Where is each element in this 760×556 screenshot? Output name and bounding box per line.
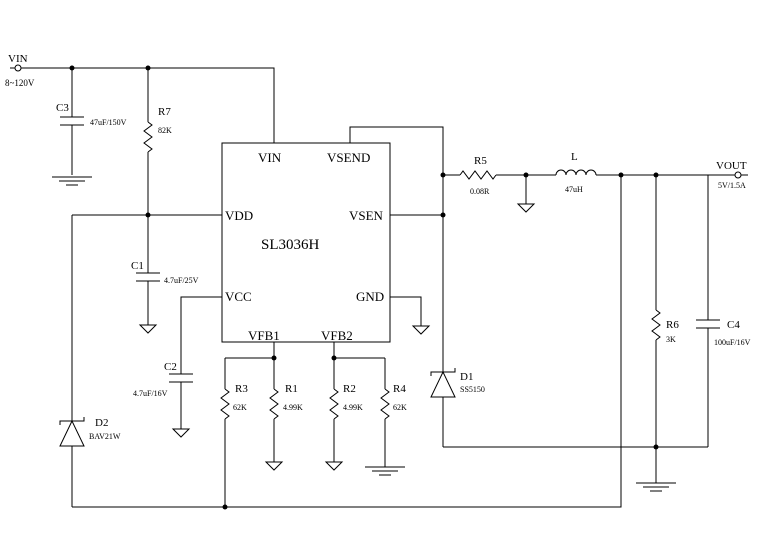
r6-value: 3K xyxy=(666,335,676,344)
r3-ref: R3 xyxy=(235,383,248,395)
resistor-r4 xyxy=(380,358,390,467)
d2-ref: D2 xyxy=(95,417,108,429)
d1-ref: D1 xyxy=(460,371,473,383)
ic-gnd-wire xyxy=(390,296,431,335)
resistor-r3 xyxy=(220,358,230,507)
r2-ref: R2 xyxy=(343,383,356,395)
inductor-l xyxy=(555,169,597,176)
r2-value: 4.99K xyxy=(343,403,363,412)
resistor-r5 xyxy=(459,170,497,180)
c4-ref: C4 xyxy=(727,319,740,331)
r1-ref: R1 xyxy=(285,383,298,395)
l-ref: L xyxy=(571,151,578,163)
ground-symbol xyxy=(52,176,92,186)
pin-vfb2-label: VFB2 xyxy=(321,328,353,343)
resistor-r2 xyxy=(324,358,344,471)
ic-name: SL3036H xyxy=(261,237,320,253)
capacitor-c4 xyxy=(696,175,720,447)
r3-value: 62K xyxy=(233,403,247,412)
ground-symbol xyxy=(365,466,405,476)
vcc-wire xyxy=(180,296,222,374)
r1-value: 4.99K xyxy=(283,403,303,412)
pin-vfb1-label: VFB1 xyxy=(248,328,280,343)
vout-terminal xyxy=(734,171,748,179)
r4-value: 62K xyxy=(393,403,407,412)
feedback-wire xyxy=(72,175,622,508)
diode-d2 xyxy=(59,215,85,507)
capacitor-c1 xyxy=(136,272,160,334)
r5-ref: R5 xyxy=(474,155,487,167)
c3-ref: C3 xyxy=(56,102,69,114)
junction-dot xyxy=(145,212,151,218)
vin-rail-wire xyxy=(21,67,275,143)
pin-vdd-label: VDD xyxy=(225,208,253,223)
capacitor-c3 xyxy=(60,68,84,175)
c2-value: 4.7uF/16V xyxy=(133,389,168,398)
ground-symbol xyxy=(636,482,676,492)
c4-value: 100uF/16V xyxy=(714,338,751,347)
pin-gnd-label: GND xyxy=(356,289,384,304)
junction-dot xyxy=(222,504,228,510)
d2-value: BAV21W xyxy=(89,432,121,441)
r6-ref: R6 xyxy=(666,319,679,331)
c2-ref: C2 xyxy=(164,361,177,373)
l-value: 47uH xyxy=(565,185,583,194)
vfb1-wire xyxy=(225,342,275,359)
r4-ref: R4 xyxy=(393,383,406,395)
vfb2-wire xyxy=(333,342,385,359)
r5-value: 0.08R xyxy=(470,187,490,196)
r7-ref: R7 xyxy=(158,106,171,118)
capacitor-c2 xyxy=(169,373,193,438)
vin-range: 8~120V xyxy=(5,78,35,88)
diode-d1 xyxy=(430,368,456,447)
vout-rating: 5V/1.5A xyxy=(718,181,746,190)
vin-terminal xyxy=(10,64,22,72)
c1-value: 4.7uF/25V xyxy=(164,276,199,285)
ground-arrow xyxy=(516,175,536,213)
vin-label: VIN xyxy=(8,53,28,65)
vsend-wire xyxy=(349,126,444,372)
vout-label: VOUT xyxy=(716,160,747,172)
resistor-r1 xyxy=(264,358,284,471)
pin-vin-label: VIN xyxy=(258,150,282,165)
c1-ref: C1 xyxy=(131,260,144,272)
c3-value: 47uF/150V xyxy=(90,118,127,127)
ic-body xyxy=(221,142,391,343)
pin-vcc-label: VCC xyxy=(225,289,252,304)
r7-value: 82K xyxy=(158,126,172,135)
resistor-r7 xyxy=(143,68,153,273)
junction-dot xyxy=(440,212,446,218)
pin-vsen-label: VSEN xyxy=(349,208,384,223)
pin-vsend-label: VSEND xyxy=(327,150,370,165)
resistor-r6 xyxy=(651,175,661,483)
junction-dot xyxy=(653,444,659,450)
d1-value: SS5150 xyxy=(460,385,485,394)
